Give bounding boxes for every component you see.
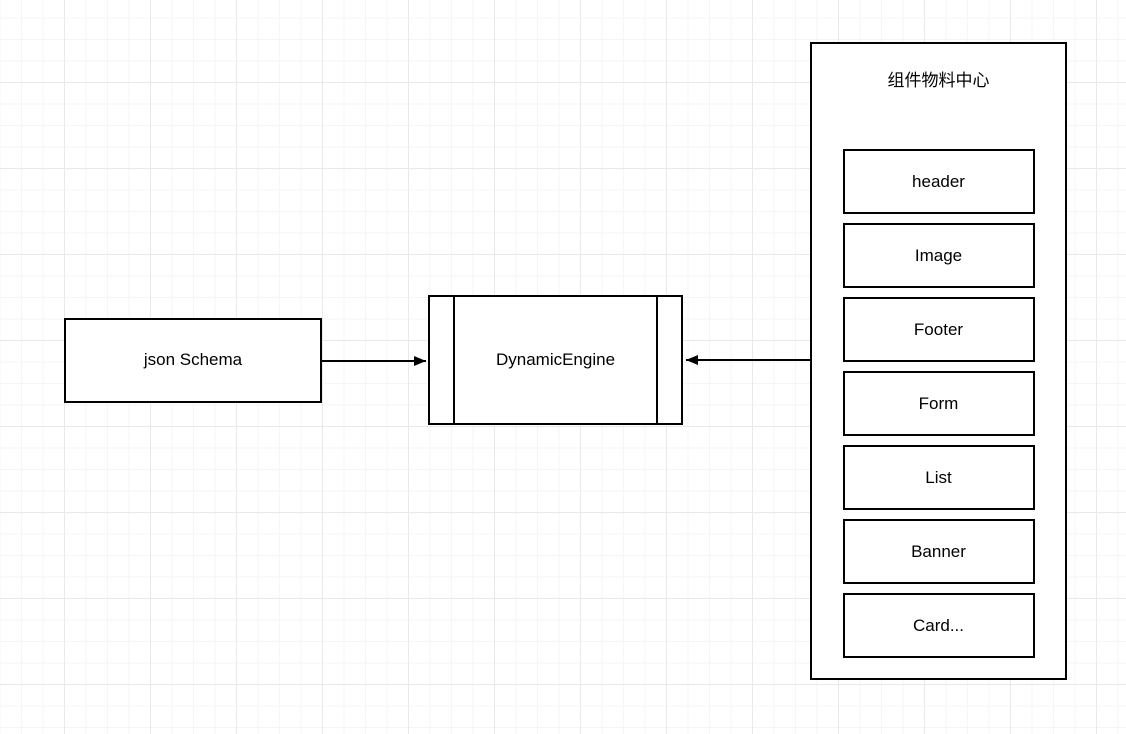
node-dynamic-engine: DynamicEngine (428, 295, 683, 425)
node-json-schema: json Schema (64, 318, 322, 403)
component-item-label: Image (914, 245, 963, 265)
material-center-items: header Image Footer Form List Banner Car… (812, 149, 1065, 658)
component-item-list: List (842, 445, 1035, 510)
component-item-label: Footer (913, 319, 964, 339)
component-item-label: header (912, 171, 965, 191)
component-item-card: Card... (842, 593, 1035, 658)
component-item-label: Banner (911, 541, 966, 561)
component-item-image: Image (842, 223, 1035, 288)
node-dynamic-engine-label: DynamicEngine (495, 349, 616, 369)
component-item-label: Form (918, 393, 959, 413)
process-bar-right (656, 297, 658, 423)
component-item-form: Form (842, 371, 1035, 436)
process-bar-left (453, 297, 455, 423)
component-item-header: header (842, 149, 1035, 214)
material-center-title: 组件物料中心 (887, 71, 990, 90)
component-item-footer: Footer (842, 297, 1035, 362)
container-material-center: 组件物料中心 header Image Footer Form List Ban… (810, 42, 1067, 680)
component-item-banner: Banner (842, 519, 1035, 584)
component-item-label: List (925, 467, 952, 487)
component-item-label: Card... (912, 615, 965, 635)
node-json-schema-label: json Schema (143, 350, 243, 370)
